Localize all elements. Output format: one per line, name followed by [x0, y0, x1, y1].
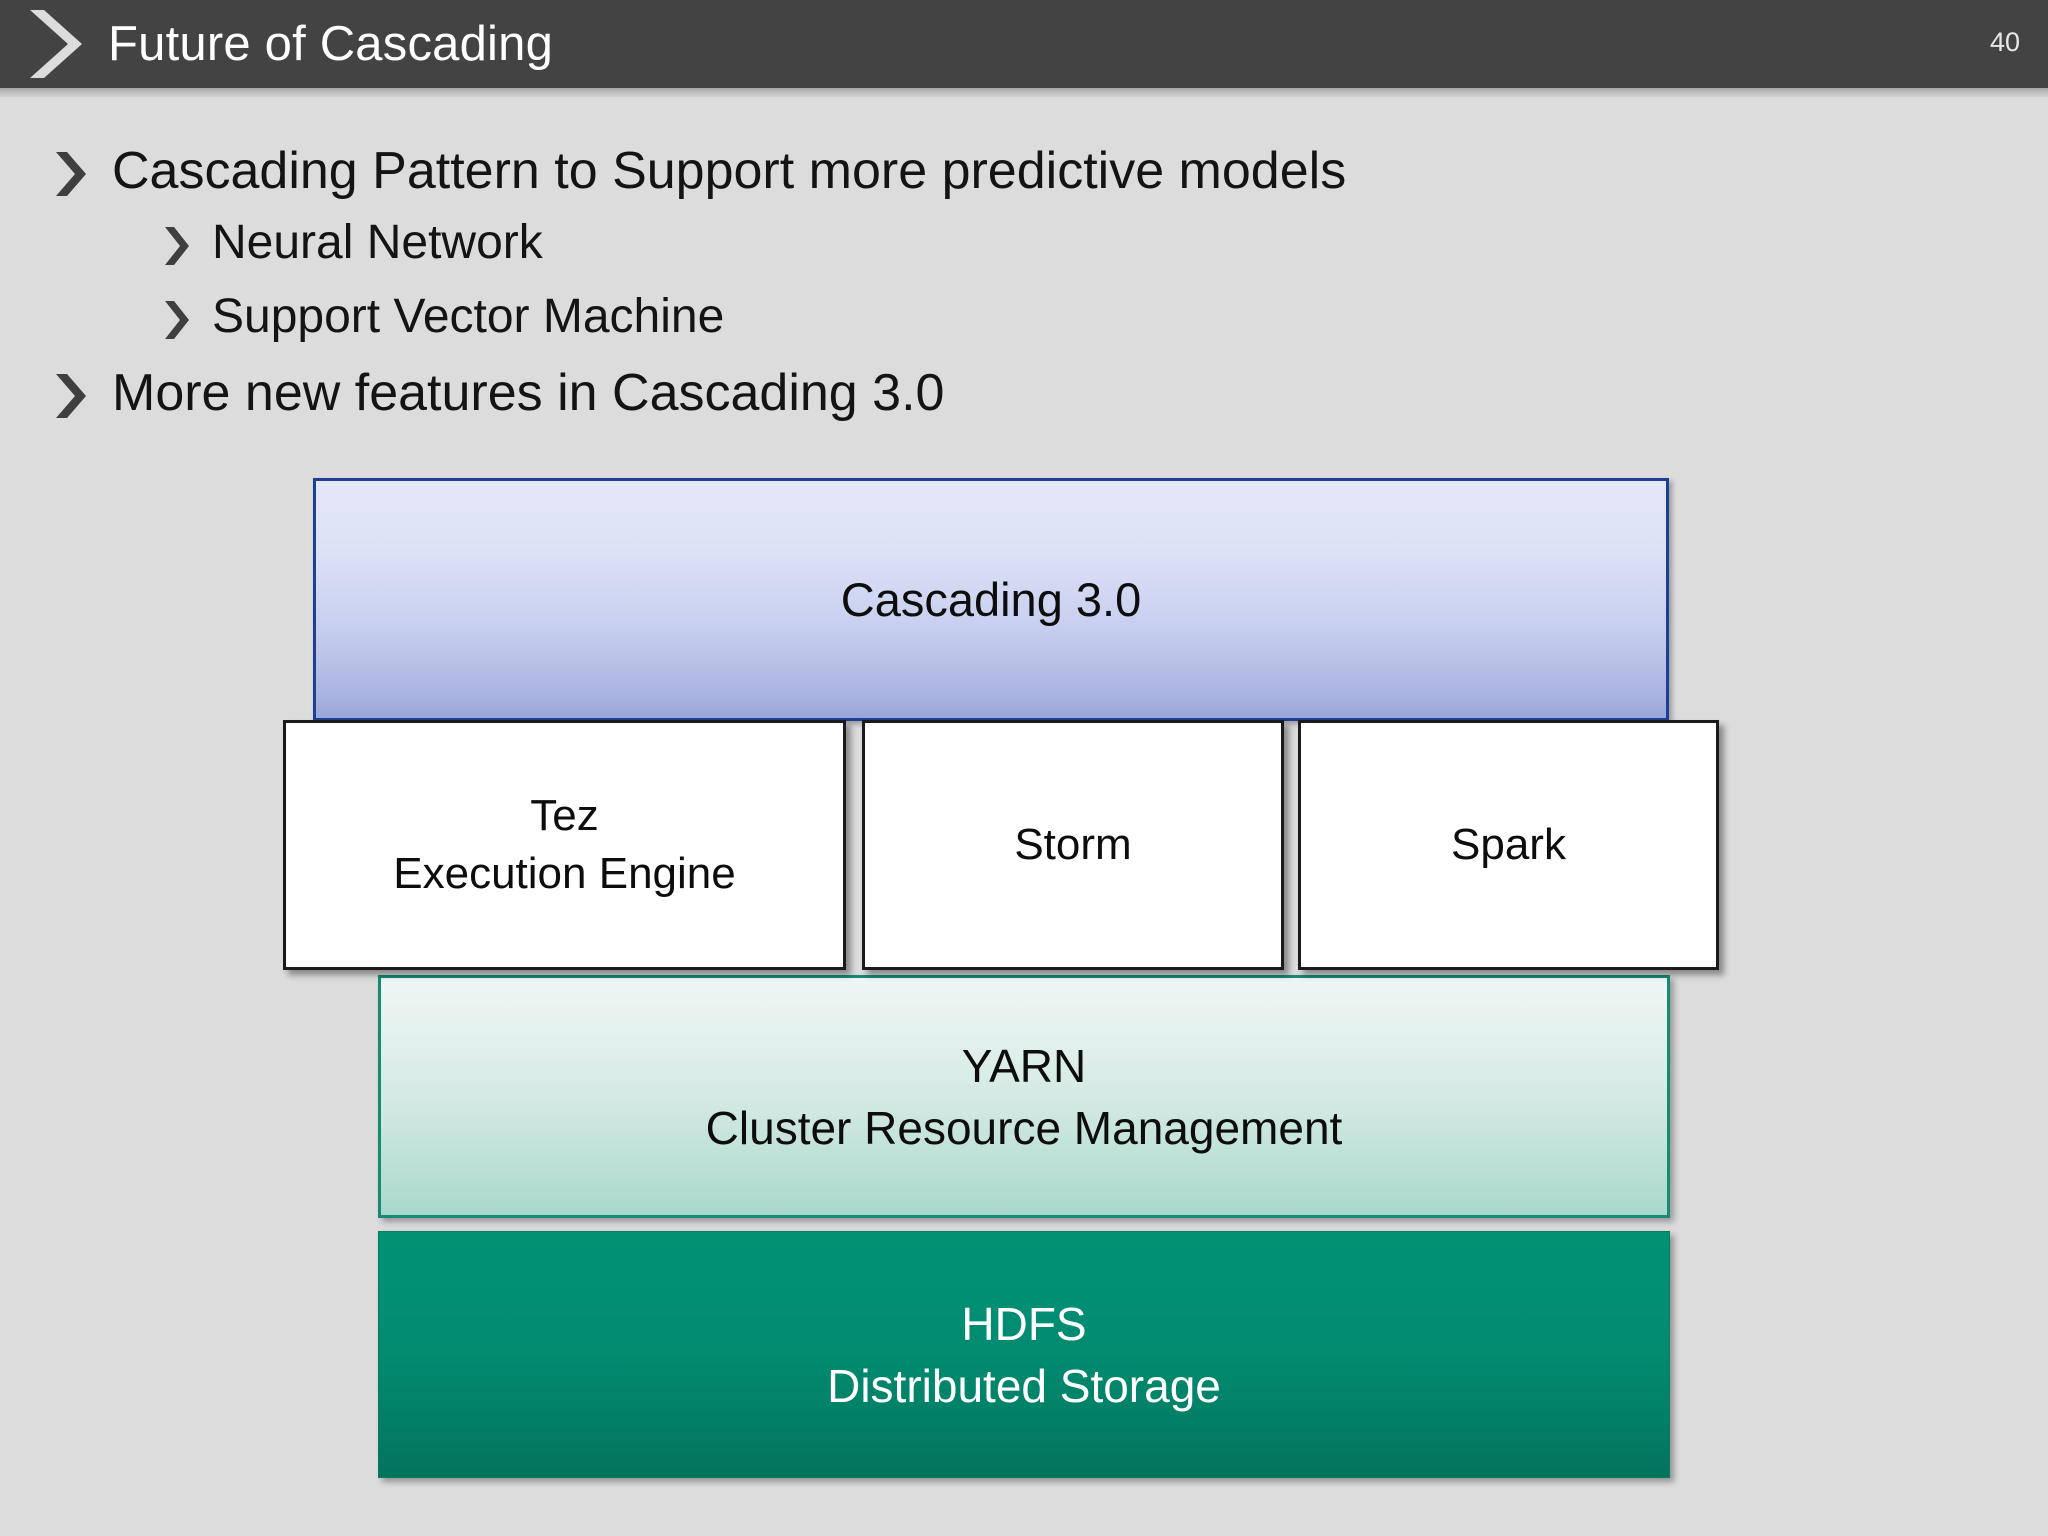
cascading-box-label: Cascading 3.0 [840, 572, 1142, 626]
page-number: 40 [1989, 27, 2020, 57]
spark-box-title: Spark [1451, 820, 1566, 869]
bullet-label: Support Vector Machine [212, 290, 725, 343]
bullet-item-3: More new features in Cascading 3.0 [0, 362, 2048, 424]
bullet-label: More new features in Cascading 3.0 [112, 364, 945, 422]
storm-box-title: Storm [1014, 820, 1132, 869]
hdfs-box-subtitle: Distributed Storage [827, 1359, 1221, 1412]
bullet-label: Neural Network [212, 216, 543, 269]
bullet-item-0: Cascading Pattern to Support more predic… [0, 140, 2048, 202]
yarn-box-subtitle: Cluster Resource Management [705, 1101, 1343, 1154]
chevron-right-bullet-icon [162, 224, 192, 268]
chevron-right-icon [24, 6, 88, 82]
header-underline [0, 88, 2048, 97]
header-bar [0, 0, 2048, 88]
storm-box: Storm [862, 720, 1284, 970]
bullet-item-2: Support Vector Machine [0, 288, 2048, 346]
chevron-right-bullet-icon [52, 148, 90, 200]
tez-box-title: Tez [530, 791, 599, 840]
chevron-right-bullet-icon [52, 370, 90, 422]
hdfs-box-title: HDFS [961, 1297, 1087, 1350]
spark-box: Spark [1298, 720, 1719, 970]
bullet-list: Cascading Pattern to Support more predic… [0, 140, 2048, 436]
bullet-label: Cascading Pattern to Support more predic… [112, 142, 1347, 200]
tez-box: Tez Execution Engine [283, 720, 846, 970]
hdfs-box: HDFS Distributed Storage [378, 1231, 1670, 1478]
tez-box-subtitle: Execution Engine [393, 849, 736, 898]
chevron-right-bullet-icon [162, 298, 192, 342]
yarn-box: YARN Cluster Resource Management [378, 975, 1670, 1218]
cascading-box: Cascading 3.0 [313, 478, 1669, 721]
yarn-box-title: YARN [961, 1039, 1087, 1092]
bullet-item-1: Neural Network [0, 214, 2048, 272]
page-title: Future of Cascading [108, 17, 554, 71]
